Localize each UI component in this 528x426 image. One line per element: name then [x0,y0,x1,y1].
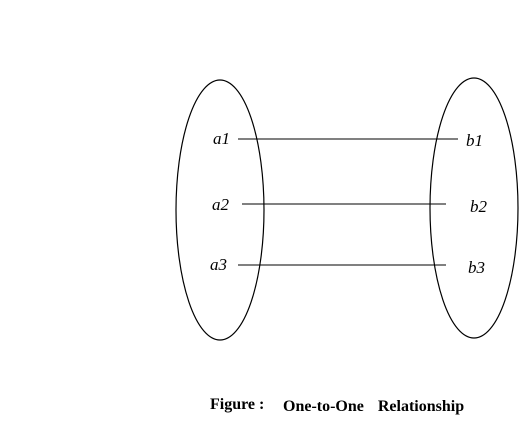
set-b-element-b2: b2 [470,197,488,216]
figure-caption-title: One-to-One Relationship [283,398,464,415]
set-a-element-a2: a2 [212,195,230,214]
set-a-ellipse [175,79,265,341]
set-b-element-b1: b1 [466,131,483,150]
set-a-element-a1: a1 [213,129,230,148]
set-b-ellipse [429,77,519,339]
set-a-element-a3: a3 [210,255,227,274]
figure-caption-prefix: Figure : [210,396,264,413]
set-b-element-b3: b3 [468,258,485,277]
